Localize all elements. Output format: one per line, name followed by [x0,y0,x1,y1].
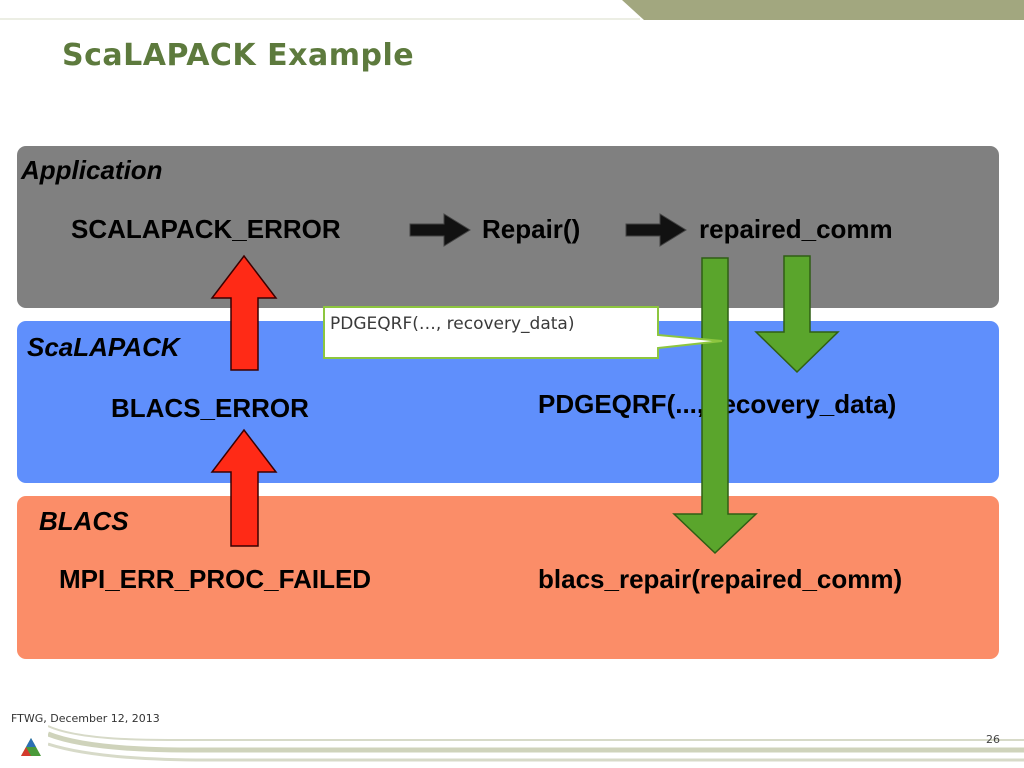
error-up-arrow-lower [210,428,278,547]
repair-call-text: Repair() [482,214,581,244]
flow-arrow-to-repair [409,213,471,247]
footer-text: FTWG, December 12, 2013 [11,712,160,725]
application-layer-label: Application [21,155,163,185]
blacs-layer: BLACS MPI_ERR_PROC_FAILED blacs_repair(r… [17,496,999,659]
mpi-err-proc-failed-text: MPI_ERR_PROC_FAILED [59,564,372,594]
repair-down-arrow-right [754,255,840,374]
top-decorative-band [0,0,1024,20]
blacs-layer-label: BLACS [39,506,129,536]
scalapack-error-text: SCALAPACK_ERROR [71,214,341,244]
slide-title: ScaLAPACK Example [62,38,415,73]
repaired-comm-text: repaired_comm [699,214,893,244]
error-up-arrow-upper [210,254,278,371]
application-layer: Application SCALAPACK_ERROR Repair() rep… [17,146,999,308]
repair-down-arrow-left [672,257,758,555]
page-number: 26 [986,733,1000,746]
blacs-error-text: BLACS_ERROR [111,393,309,423]
callout-text: PDGEQRF(…, recovery_data) [330,314,575,334]
pdgeqrf-callout [323,306,723,359]
flow-arrow-to-repaired-comm [625,213,687,247]
logo-icon [21,738,41,756]
scalapack-layer-label: ScaLAPACK [27,332,180,362]
blacs-repair-call-text: blacs_repair(repaired_comm) [538,564,903,594]
footer-decorative-stripes [48,725,1024,762]
